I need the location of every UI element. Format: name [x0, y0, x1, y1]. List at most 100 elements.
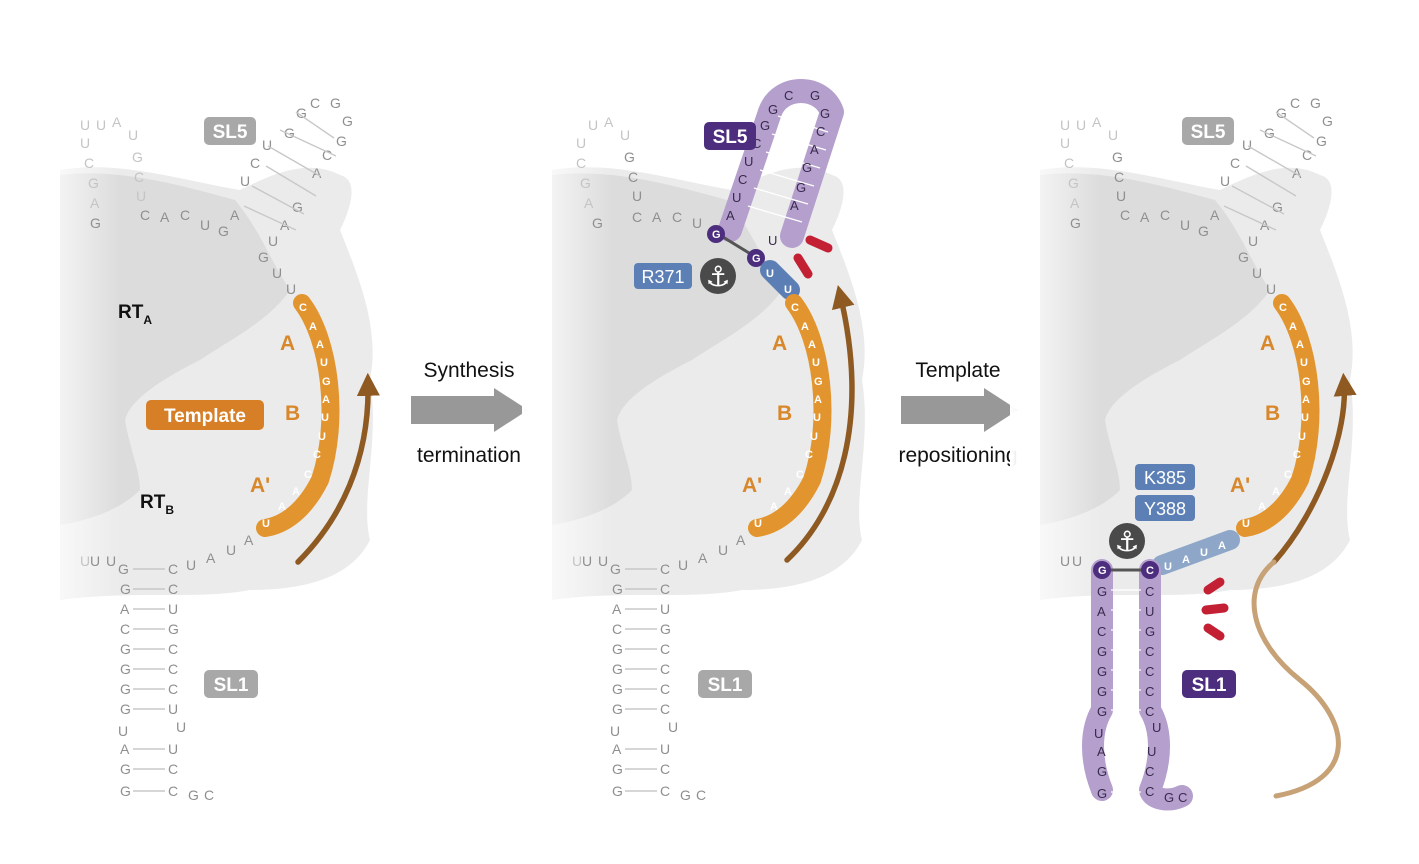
svg-text:C: C — [1160, 207, 1170, 223]
svg-text:A: A — [604, 114, 614, 130]
svg-text:C: C — [1145, 764, 1154, 779]
svg-text:U: U — [1094, 726, 1103, 741]
svg-text:G: G — [680, 787, 691, 803]
svg-text:U: U — [1116, 188, 1126, 204]
svg-text:A: A — [784, 486, 792, 498]
r371-label: R371 — [641, 267, 684, 287]
template-nucleotides: C A A U G A U U C C A A U — [1242, 302, 1311, 530]
svg-text:C: C — [168, 581, 178, 597]
svg-text:U: U — [262, 518, 270, 530]
svg-text:C: C — [313, 449, 321, 461]
sl1-label-box — [204, 670, 258, 698]
svg-text:G: G — [612, 761, 623, 777]
r371-label-box — [634, 263, 692, 289]
k385-label-box — [1135, 464, 1195, 490]
svg-text:A: A — [810, 142, 819, 157]
svg-text:G: G — [1302, 376, 1311, 388]
svg-text:G: G — [120, 641, 131, 657]
sl1-label: SL1 — [708, 675, 743, 696]
svg-text:A: A — [278, 501, 286, 513]
svg-text:G: G — [132, 149, 143, 165]
svg-text:C: C — [660, 701, 670, 717]
svg-text:U: U — [660, 741, 670, 757]
svg-text:G: G — [580, 175, 591, 191]
svg-text:U: U — [118, 723, 128, 739]
svg-text:G: G — [660, 621, 671, 637]
sl5-label: SL5 — [213, 122, 248, 143]
svg-text:C: C — [628, 169, 638, 185]
svg-text:G: G — [1322, 113, 1333, 129]
svg-text:G: G — [188, 787, 199, 803]
svg-text:U: U — [678, 557, 688, 573]
svg-text:U: U — [1076, 117, 1086, 133]
svg-text:C: C — [612, 621, 622, 637]
svg-text:U: U — [1060, 553, 1070, 569]
svg-text:A: A — [736, 532, 746, 548]
anchor-base-g-right — [747, 249, 765, 267]
svg-text:A: A — [112, 114, 122, 130]
panel-repositioning: U U A U U G C C G U A G C A C U G A U C … — [1010, 95, 1357, 811]
svg-text:U: U — [744, 154, 753, 169]
svg-text:U: U — [240, 173, 250, 189]
y388-label-box — [1135, 495, 1195, 521]
transition-2-arrow — [901, 388, 1018, 432]
svg-text:C: C — [576, 155, 586, 171]
transition-1-arrow — [411, 388, 528, 432]
synthesis-direction-arrow — [784, 285, 855, 563]
svg-text:U: U — [1220, 173, 1230, 189]
svg-text:G: G — [1097, 786, 1107, 801]
svg-text:G: G — [1097, 684, 1107, 699]
sl1-label: SL1 — [1192, 675, 1227, 696]
svg-text:A: A — [1070, 195, 1080, 211]
uu-dinucleotide — [760, 260, 800, 300]
svg-text:G: G — [118, 561, 129, 577]
svg-text:A: A — [584, 195, 594, 211]
svg-text:A: A — [90, 195, 100, 211]
svg-text:U: U — [620, 127, 630, 143]
svg-text:U: U — [610, 723, 620, 739]
svg-text:C: C — [168, 641, 178, 657]
sl5-active-nucleotides: A U C U C G G C G G C A G G A U — [726, 88, 830, 248]
svg-text:G: G — [342, 113, 353, 129]
svg-text:C: C — [140, 207, 150, 223]
sl1-label: SL1 — [214, 675, 249, 696]
svg-text:A: A — [801, 321, 809, 333]
svg-text:G: G — [610, 561, 621, 577]
svg-text:A: A — [698, 550, 708, 566]
svg-text:C: C — [84, 155, 94, 171]
svg-text:U: U — [90, 553, 100, 569]
svg-text:C: C — [168, 761, 178, 777]
svg-text:A: A — [244, 532, 254, 548]
svg-text:C: C — [134, 169, 144, 185]
svg-text:C: C — [1145, 584, 1154, 599]
svg-text:U: U — [572, 553, 582, 569]
svg-text:C: C — [1293, 449, 1301, 461]
svg-text:C: C — [660, 761, 670, 777]
svg-text:G: G — [284, 125, 295, 141]
svg-text:G: G — [1097, 664, 1107, 679]
svg-text:A: A — [312, 165, 322, 181]
svg-text:G: G — [330, 95, 341, 111]
template-nucleotides: C A A U G A U U C C A A U — [262, 302, 331, 530]
sl5-label-box — [704, 122, 756, 150]
transition-2-line1: Template — [915, 359, 1000, 382]
svg-text:U: U — [660, 601, 670, 617]
svg-text:U: U — [321, 412, 329, 424]
svg-text:G: G — [1097, 644, 1107, 659]
svg-text:G: G — [120, 681, 131, 697]
svg-text:A: A — [1292, 165, 1302, 181]
sl1-label-box — [1182, 670, 1236, 698]
sl5-faded-arm: U A U U G C C G U A G C A C U — [576, 114, 702, 231]
svg-text:A: A — [120, 601, 130, 617]
svg-text:C: C — [796, 469, 804, 481]
svg-text:G: G — [296, 105, 307, 121]
svg-text:U: U — [768, 233, 777, 248]
svg-text:C: C — [791, 302, 799, 314]
svg-text:U: U — [718, 542, 728, 558]
svg-text:G: G — [624, 149, 635, 165]
segment-a-prime: A' — [250, 474, 270, 497]
sl1-label-box — [698, 670, 752, 698]
svg-text:G: G — [612, 661, 623, 677]
svg-text:C: C — [1145, 664, 1154, 679]
